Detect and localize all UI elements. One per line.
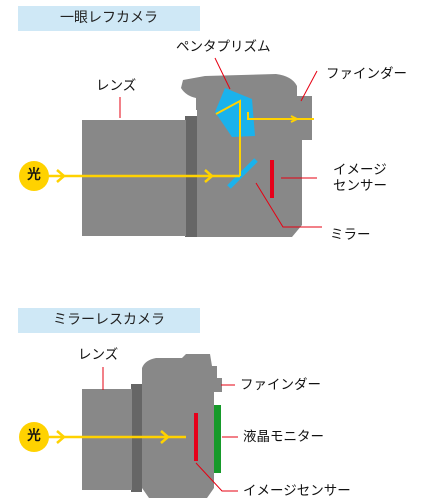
- mirrorless-lens-label: レンズ: [78, 347, 119, 363]
- mirror-shape: [227, 158, 258, 189]
- slr-camera-body: [181, 74, 312, 237]
- lcd-monitor-shape: [214, 405, 221, 473]
- mirrorless-light-badge: [19, 422, 49, 452]
- mirrorless-lens-barrel: [82, 389, 132, 490]
- slr-finder-label: ファインダー: [326, 66, 407, 82]
- slr-sensor-label-line2: センサー: [333, 178, 387, 194]
- slr-lens-label: レンズ: [96, 78, 137, 94]
- mirrorless-sensor-label: イメージセンサー: [243, 483, 351, 499]
- mirrorless-finder-label: ファインダー: [240, 377, 321, 393]
- mirror-label: ミラー: [330, 227, 371, 243]
- slr-sensor-label-line1: イメージ: [333, 162, 387, 178]
- mirrorless-section-title: ミラーレスカメラ: [18, 308, 200, 333]
- mirrorless-image-sensor: [194, 413, 198, 461]
- mirrorless-camera-body: [142, 354, 222, 498]
- mirrorless-light-label: 光: [27, 428, 41, 444]
- slr-section-title: 一眼レフカメラ: [18, 6, 200, 31]
- slr-image-sensor: [270, 160, 274, 198]
- pentaprism-label: ペンタプリズム: [176, 39, 271, 55]
- slr-light-label: 光: [27, 167, 41, 183]
- slr-lens-barrel: [82, 120, 186, 236]
- lcd-monitor-label: 液晶モニター: [243, 429, 324, 445]
- slr-light-badge: [19, 161, 49, 191]
- pentaprism-shape: [215, 88, 255, 137]
